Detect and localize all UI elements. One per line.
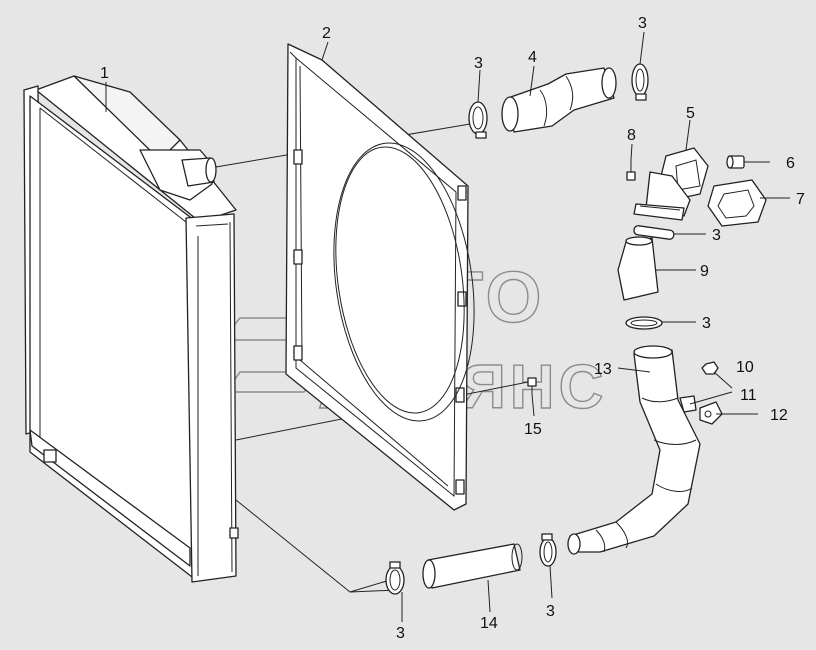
callout-11: 11 bbox=[740, 387, 757, 404]
callout-3: 3 bbox=[712, 227, 721, 244]
radiator bbox=[23, 75, 239, 583]
callout-6: 6 bbox=[786, 155, 795, 172]
callout-3: 3 bbox=[638, 15, 647, 32]
plug-cap bbox=[726, 155, 745, 169]
callout-3: 3 bbox=[396, 625, 405, 642]
callout-3: 3 bbox=[546, 603, 555, 620]
bracket-11 bbox=[679, 395, 697, 413]
hose-clamp-bottom-right bbox=[539, 533, 557, 567]
straight-hose bbox=[422, 543, 523, 589]
hose-clamp-upper-right bbox=[631, 63, 649, 101]
callout-8: 8 bbox=[627, 127, 636, 144]
gasket bbox=[707, 179, 767, 227]
callout-3: 3 bbox=[702, 315, 711, 332]
callout-5: 5 bbox=[686, 105, 695, 122]
fan-shroud bbox=[285, 43, 475, 511]
callout-12: 12 bbox=[770, 407, 788, 424]
lower-bent-hose bbox=[567, 345, 701, 555]
hose-clamp-bottom-left bbox=[385, 561, 405, 595]
callout-7: 7 bbox=[796, 191, 805, 208]
thermostat-housing bbox=[633, 147, 709, 221]
hose-clamp-middle bbox=[633, 225, 675, 240]
hose-clamp-lower-middle bbox=[625, 316, 663, 330]
callout-leaders bbox=[105, 31, 790, 622]
callout-3: 3 bbox=[474, 55, 483, 72]
callout-4: 4 bbox=[528, 49, 537, 66]
hose-clamp-upper-left bbox=[468, 101, 488, 139]
short-hose bbox=[617, 236, 659, 301]
callout-labels: 1 2 3 3 4 5 6 7 8 3 9 3 10 13 11 12 15 3… bbox=[100, 15, 805, 642]
bolt-15 bbox=[527, 377, 537, 394]
callout-1: 1 bbox=[100, 65, 109, 82]
upper-hose bbox=[501, 67, 617, 133]
callout-14: 14 bbox=[480, 615, 498, 632]
nut-10 bbox=[701, 361, 719, 375]
bolt-8 bbox=[626, 160, 636, 181]
callout-2: 2 bbox=[322, 25, 331, 42]
mount-plate-12 bbox=[699, 401, 723, 425]
callout-10: 10 bbox=[736, 359, 754, 376]
callout-9: 9 bbox=[700, 263, 709, 280]
callout-13: 13 bbox=[594, 361, 612, 378]
callout-15: 15 bbox=[524, 421, 542, 438]
